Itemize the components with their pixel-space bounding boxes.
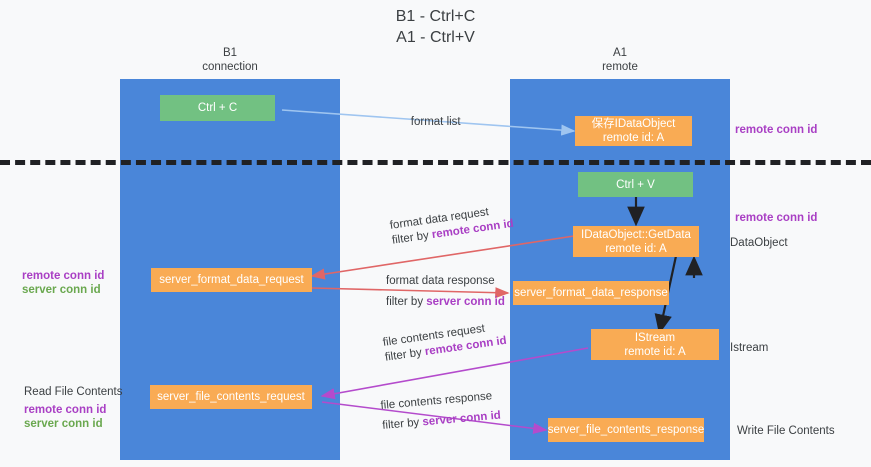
annotation-left-remote-conn-id-bottom: remote conn id xyxy=(24,404,107,416)
node-istream-line2: remote id: A xyxy=(624,345,686,358)
connector-file-contents-request xyxy=(320,347,589,400)
node-server-file-contents-response[interactable]: server_file_contents_response xyxy=(548,418,704,442)
node-server-file-contents-request-label: server_file_contents_request xyxy=(157,391,305,403)
annotation-right-dataobject: DataObject xyxy=(730,237,788,249)
edge-label-format-data-response-filter-key: server conn id xyxy=(426,296,505,308)
connector-format-data-response xyxy=(311,287,510,299)
connector-format-data-request xyxy=(310,235,575,280)
node-ctrl-c[interactable]: Ctrl + C xyxy=(160,95,275,121)
annotation-left-server-conn-id-bottom: server conn id xyxy=(24,418,103,430)
column-header-a1-role: remote xyxy=(602,61,638,73)
node-server-format-data-request-label: server_format_data_request xyxy=(159,274,304,286)
edge-label-format-list: format list xyxy=(398,101,461,143)
annotation-right-remote-conn-id-mid: remote conn id xyxy=(735,212,818,224)
section-divider xyxy=(0,160,871,165)
annotation-left-server-conn-id-mid: server conn id xyxy=(22,284,101,296)
column-header-a1-name: A1 xyxy=(612,47,628,59)
node-save-dataobject-line2: remote id: A xyxy=(602,132,665,144)
node-server-file-contents-request[interactable]: server_file_contents_request xyxy=(150,385,312,409)
column-header-b1-role: connection xyxy=(202,61,258,73)
connector-file-contents-response xyxy=(321,401,548,434)
title-line-2: A1 - Ctrl+V xyxy=(396,29,475,46)
connector-format-list xyxy=(281,109,576,136)
annotation-right-write-file-contents: Write File Contents xyxy=(737,425,835,437)
node-getdata[interactable]: IDataObject::GetData remote id: A xyxy=(573,226,699,257)
edge-label-format-list-text: format list xyxy=(410,116,461,128)
annotation-right-remote-conn-id-top: remote conn id xyxy=(735,124,818,136)
diagram-title: B1 - Ctrl+C A1 - Ctrl+V xyxy=(0,6,871,48)
annotation-right-istream: Istream xyxy=(730,342,769,354)
node-save-dataobject-line1: 保存IDataObject xyxy=(591,118,676,130)
node-ctrl-c-label: Ctrl + C xyxy=(197,102,238,114)
column-header-b1: B1 connection xyxy=(120,46,340,74)
node-getdata-line1: IDataObject::GetData xyxy=(581,228,691,241)
edge-label-format-data-response-text: format data response xyxy=(386,275,495,287)
node-istream[interactable]: IStream remote id: A xyxy=(591,329,719,360)
node-ctrl-v[interactable]: Ctrl + V xyxy=(578,172,693,197)
node-istream-line1: IStream xyxy=(634,331,676,344)
node-server-format-data-response[interactable]: server_format_data_response xyxy=(513,281,669,305)
node-server-format-data-response-label: server_format_data_response xyxy=(514,287,668,299)
column-header-b1-name: B1 xyxy=(222,47,238,59)
annotation-left-remote-conn-id-mid: remote conn id xyxy=(22,270,105,282)
node-server-file-contents-response-label: server_file_contents_response xyxy=(547,424,705,436)
annotation-left-read-file-contents: Read File Contents xyxy=(24,386,123,398)
edge-label-file-contents-response-filter-prefix: filter by xyxy=(381,416,423,432)
node-ctrl-v-label: Ctrl + V xyxy=(616,178,655,191)
column-header-a1: A1 remote xyxy=(510,46,730,74)
title-line-1: B1 - Ctrl+C xyxy=(395,8,476,25)
edge-label-format-data-response: format data response filter by server co… xyxy=(386,274,505,310)
node-save-dataobject[interactable]: 保存IDataObject remote id: A xyxy=(575,116,692,146)
edge-label-format-data-response-filter-prefix: filter by xyxy=(386,296,427,308)
node-server-format-data-request[interactable]: server_format_data_request xyxy=(151,268,312,292)
node-getdata-line2: remote id: A xyxy=(605,242,667,255)
